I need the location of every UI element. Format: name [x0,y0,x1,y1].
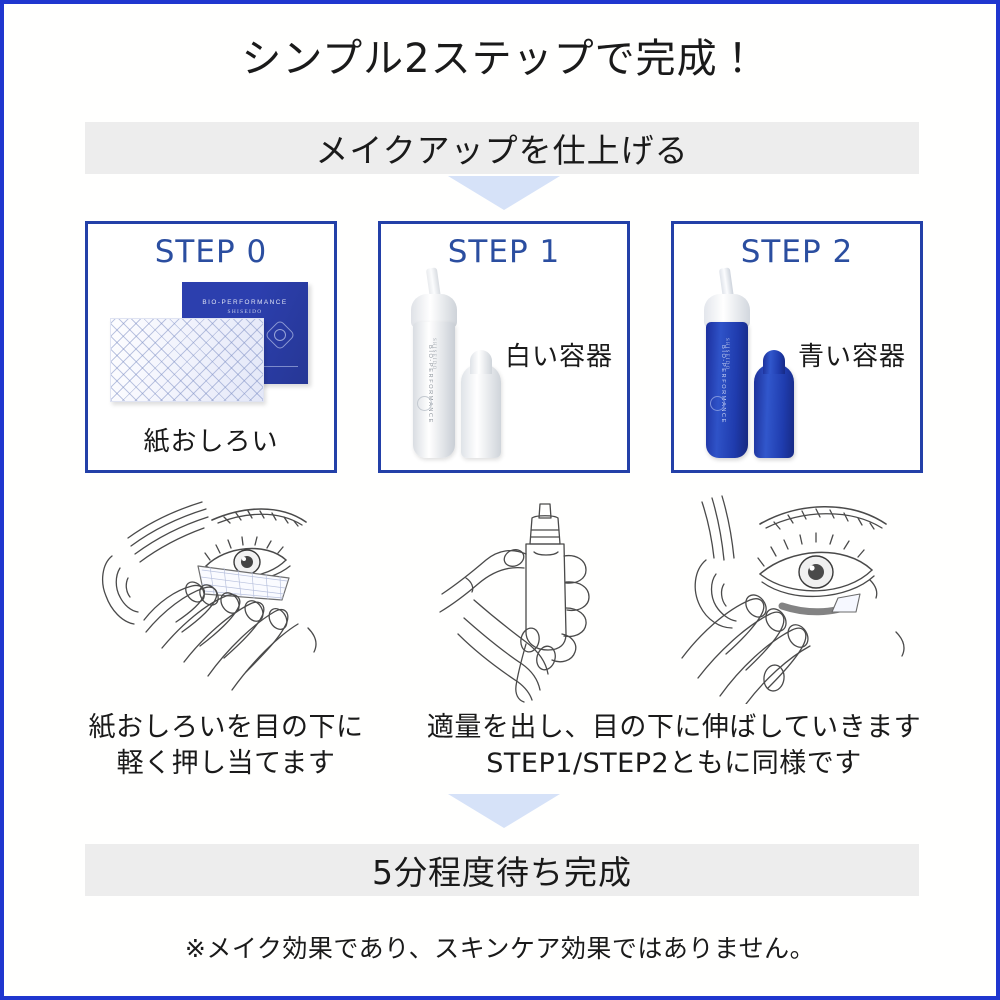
instruction-right-line2: STEP1/STEP2ともに同様です [486,748,862,780]
illustration-press-paper-powder [84,482,384,704]
illustration-blend-under-eye [664,482,944,704]
paper-powder-sheet [110,318,264,402]
step-card-0-title: STEP 0 [154,234,268,270]
paper-powder-package-image: BIO-PERFORMANCE SHISEIDO [110,282,318,402]
instruction-right: 適量を出し、目の下に伸ばしていきます STEP1/STEP2ともに同様です [414,710,934,783]
step-card-2[interactable]: STEP 2 BIO-PERFORMANCE SHISEIDO 青い容器 [671,221,923,473]
bottle-barrel [706,322,748,458]
package-house-label: SHISEIDO [227,309,263,315]
camellia-emblem-icon [710,396,725,411]
section-banner-bottom-label: 5分程度待ち完成 [372,853,632,892]
step-card-2-title: STEP 2 [740,234,854,270]
camellia-emblem-icon [417,396,432,411]
bottle-brand-label: BIO-PERFORMANCE [720,345,726,425]
step-card-0[interactable]: STEP 0 BIO-PERFORMANCE SHISEIDO 紙おしろい [85,221,337,473]
step-card-0-caption: 紙おしろい [143,427,279,457]
instruction-left-line1: 紙おしろいを目の下に [88,712,364,743]
camellia-emblem-icon [264,319,296,351]
arrow-down-icon [448,176,560,210]
step-card-1-caption: 白い容器 [504,342,613,372]
instruction-left: 紙おしろいを目の下に 軽く押し当てます [56,710,396,783]
blue-bottle-image: BIO-PERFORMANCE SHISEIDO [690,267,806,458]
bottle-house-label: SHISEIDO [431,338,436,371]
footnote: ※メイク効果であり、スキンケア効果ではありません。 [184,934,816,963]
step-card-1[interactable]: STEP 1 BIO-PERFORMANCE SHISEIDO 白い容器 [378,221,630,473]
step-card-row: STEP 0 BIO-PERFORMANCE SHISEIDO 紙おしろい ST… [85,221,923,473]
section-banner-bottom: 5分程度待ち完成 [85,844,919,896]
bottle-cap [461,350,501,458]
section-banner-top: メイクアップを仕上げる [85,122,919,174]
section-banner-top-label: メイクアップを仕上げる [315,131,689,170]
illustration-row [64,482,944,704]
bottle-barrel [413,322,455,458]
step-card-1-title: STEP 1 [447,234,561,270]
illustration-hand-holding-bottle [414,482,634,704]
arrow-down-icon [448,794,560,828]
bottle-house-label: SHISEIDO [724,338,729,371]
white-bottle-image: BIO-PERFORMANCE SHISEIDO [397,267,513,458]
instruction-right-line1: 適量を出し、目の下に伸ばしていきます [426,712,922,743]
bottle-brand-label: BIO-PERFORMANCE [427,345,433,425]
page-title: シンプル2ステップで完成！ [241,36,759,82]
bottle-cap [754,350,794,458]
step-card-2-caption: 青い容器 [797,342,906,372]
package-brand-label: BIO-PERFORMANCE [202,299,288,306]
instruction-left-line2: 軽く押し当てます [116,748,336,780]
